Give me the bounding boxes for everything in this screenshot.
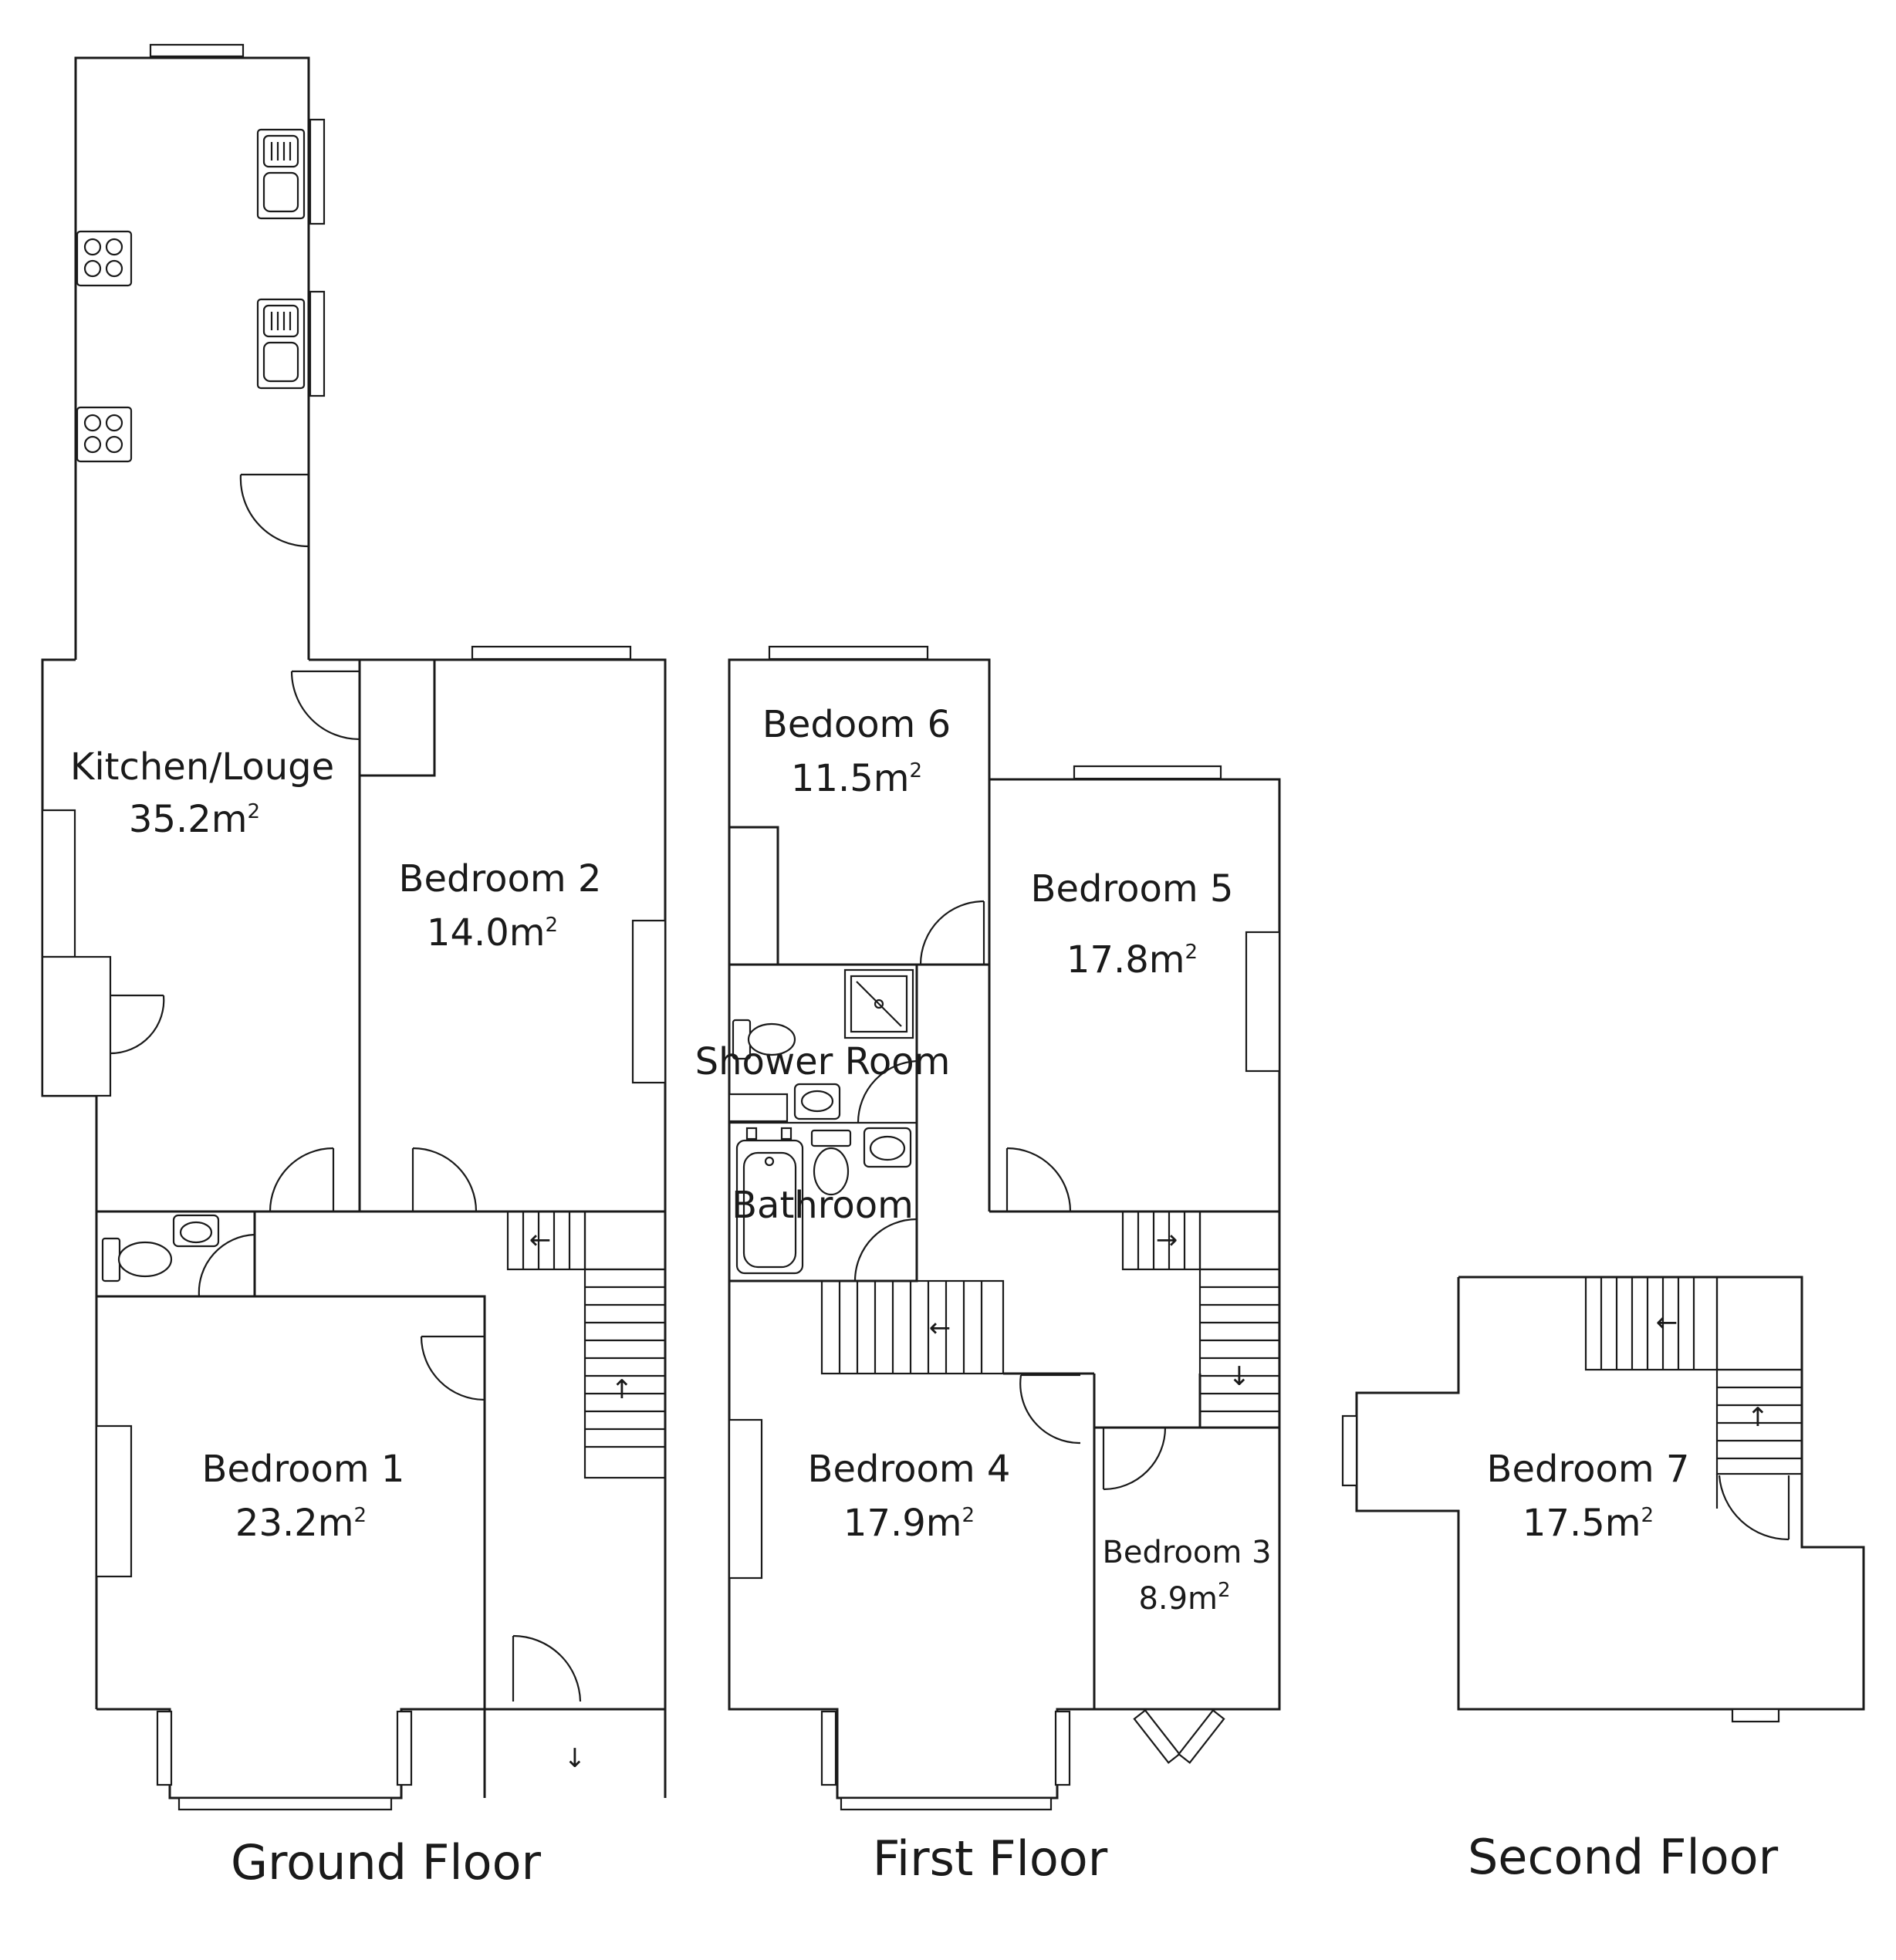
- bedroom-2-window: [471, 645, 632, 661]
- room-area: 14.0m2: [427, 911, 558, 955]
- door-swing: [411, 1147, 478, 1212]
- hob-icon: [76, 230, 133, 287]
- toilet-icon: [101, 1237, 173, 1282]
- bay-window: [840, 1796, 1053, 1811]
- room-name: Bedroom 3: [1102, 1535, 1271, 1570]
- door-swing: [1019, 1374, 1081, 1445]
- ground-floor-plan: [41, 43, 667, 1811]
- floor-label-second: Second Floor: [1468, 1829, 1779, 1885]
- door-swing: [857, 1059, 918, 1124]
- bedroom-5-window: [1073, 765, 1222, 780]
- bedroom-6-window: [768, 645, 929, 661]
- door-swing: [110, 994, 165, 1055]
- bedroom-5-window-side: [1245, 931, 1281, 1073]
- room-name: Kitchen/Louge: [70, 745, 334, 789]
- door-swing: [420, 1335, 485, 1401]
- stair-direction-arrow: ←: [1656, 1307, 1678, 1338]
- floor-label-first: First Floor: [873, 1830, 1108, 1887]
- stair-arrows: ← ↑ ↓ ← → ↓ ← ↑: [529, 1225, 1769, 1774]
- bedroom-2-window-side: [631, 919, 667, 1084]
- bath-icon: [735, 1127, 804, 1275]
- basin-icon: [863, 1127, 912, 1168]
- bedroom-7-wall: [1355, 1276, 1865, 1711]
- french-doors: [1133, 1708, 1225, 1764]
- room-name: Shower Room: [695, 1040, 951, 1083]
- room-name: Bedroom 4: [808, 1448, 1011, 1491]
- room-labels: Kitchen/Louge 35.2m2 Bedroom 2 14.0m2 Be…: [70, 703, 1690, 1617]
- staircase: [1584, 1276, 1803, 1509]
- first-floor-plan: [728, 645, 1281, 1811]
- bedroom-4-window-side: [728, 1418, 763, 1580]
- stair-direction-arrow: ←: [529, 1225, 552, 1255]
- door-swing: [1005, 1147, 1072, 1212]
- stair-direction-arrow: ↓: [564, 1743, 586, 1774]
- hob-icon: [76, 406, 133, 463]
- door-swing: [512, 1634, 582, 1702]
- shower-tray-icon: [843, 968, 914, 1039]
- room-area: 8.9m2: [1138, 1579, 1230, 1617]
- basin-icon: [793, 1083, 841, 1120]
- stair-direction-arrow: ↑: [1747, 1402, 1769, 1433]
- floor-labels: Ground Floor First Floor Second Floor: [231, 1829, 1779, 1891]
- basin-icon: [172, 1214, 220, 1248]
- door-swing: [919, 900, 985, 965]
- staircase: [506, 1210, 667, 1479]
- room-area: 17.8m2: [1066, 938, 1198, 982]
- kitchen-window: [149, 43, 245, 58]
- room-name: Bathroom: [732, 1184, 914, 1227]
- bedroom-7-window: [1341, 1414, 1358, 1487]
- room-name: Bedroom 2: [399, 857, 602, 901]
- second-floor-plan: [1341, 1276, 1865, 1723]
- toilet-icon: [810, 1129, 852, 1196]
- room-area: 17.9m2: [843, 1502, 975, 1545]
- bay-window: [156, 1710, 173, 1786]
- bedroom-2-wall: [360, 658, 667, 1798]
- door-swing: [1718, 1475, 1790, 1541]
- bay-window: [1054, 1710, 1071, 1786]
- door-swing: [853, 1218, 918, 1282]
- kitchen-window-side: [309, 290, 326, 397]
- bay-window: [177, 1796, 393, 1811]
- lounge-bay: [41, 955, 112, 1097]
- door-swing: [239, 473, 310, 548]
- room-name: Bedroom 5: [1031, 867, 1234, 911]
- door-swing: [290, 670, 360, 741]
- stair-direction-arrow: →: [1156, 1225, 1178, 1255]
- stair-direction-arrow: ↑: [611, 1374, 634, 1405]
- stair-direction-arrow: ↓: [1229, 1361, 1251, 1392]
- toilet-icon: [732, 1019, 796, 1060]
- door-swing: [269, 1147, 335, 1212]
- sink-icon: [256, 128, 306, 220]
- staircase: [820, 1279, 1005, 1375]
- stair-direction-arrow: ←: [929, 1313, 951, 1343]
- room-area: 11.5m2: [791, 757, 922, 800]
- bay-window: [820, 1710, 837, 1786]
- floor-label-ground: Ground Floor: [231, 1834, 542, 1891]
- door-swing: [198, 1233, 256, 1297]
- room-name: Bedroom 7: [1487, 1448, 1690, 1491]
- bay-window: [396, 1710, 413, 1786]
- room-name: Bedroom 1: [202, 1448, 405, 1491]
- bedroom-1-wall: [96, 1295, 486, 1799]
- room-name: Bedoom 6: [762, 703, 951, 746]
- bedroom-1-window-side: [95, 1424, 133, 1578]
- lounge-window: [41, 809, 76, 958]
- room-area: 17.5m2: [1523, 1502, 1654, 1545]
- cabinet: [728, 1093, 789, 1123]
- kitchen-window-side: [309, 118, 326, 225]
- sink-icon: [256, 298, 306, 390]
- bedroom-7-window: [1731, 1708, 1780, 1723]
- room-area: 23.2m2: [235, 1502, 367, 1545]
- door-swing: [1102, 1427, 1167, 1491]
- kitchen-extension-wall: [74, 56, 310, 660]
- room-area: 35.2m2: [129, 798, 260, 841]
